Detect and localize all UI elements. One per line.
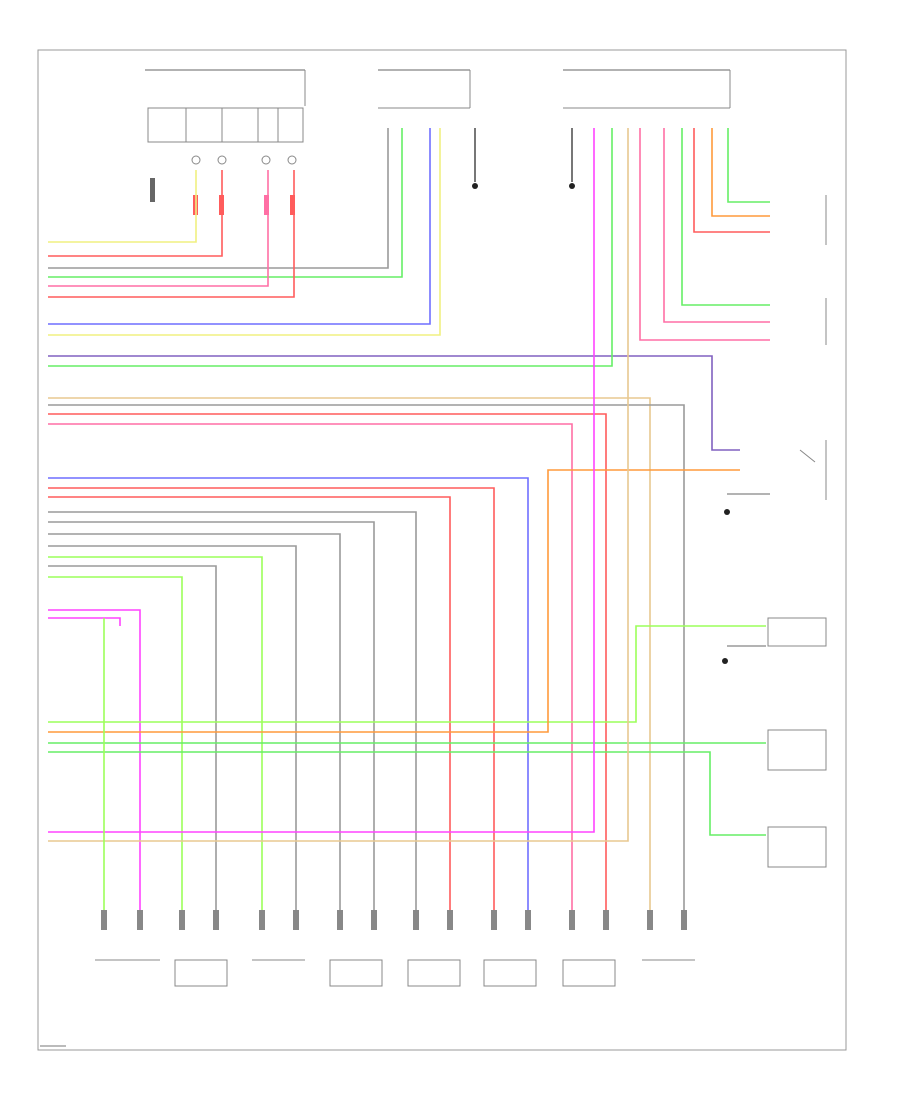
top-connector-center — [378, 69, 471, 109]
wire-yellow — [48, 128, 441, 336]
connector-pin — [213, 910, 219, 930]
wire-green — [727, 128, 770, 203]
wire-green — [48, 128, 613, 367]
wire-red — [693, 128, 770, 233]
wire-group — [48, 128, 770, 930]
wire-pink — [639, 128, 770, 341]
wire-green — [48, 128, 403, 278]
diagram-border — [37, 49, 847, 1051]
wire-orange — [711, 128, 770, 217]
wire-violet — [48, 355, 740, 451]
wire-lime — [48, 625, 766, 723]
top-connector-left — [145, 69, 306, 165]
wire-gray — [48, 565, 217, 930]
connector-pin — [603, 910, 609, 930]
wire-tan — [48, 128, 629, 842]
connector-pin — [447, 910, 453, 930]
bottom-components — [95, 959, 695, 987]
wire-blue — [48, 477, 529, 930]
connector-pin — [337, 910, 343, 930]
top-connector-right — [563, 69, 731, 109]
wire-red — [48, 170, 295, 298]
connector-pin — [179, 910, 185, 930]
connector-pin — [101, 910, 107, 930]
connector-pin — [491, 910, 497, 930]
wire-gray — [48, 404, 685, 930]
connector-pin — [647, 910, 653, 930]
wire-lime — [48, 576, 183, 930]
wire-magenta — [48, 128, 595, 833]
connector-pin — [413, 910, 419, 930]
wire-gray — [48, 521, 375, 930]
right-components — [767, 195, 827, 868]
wire-magenta — [48, 609, 141, 930]
wire-gray — [48, 128, 389, 269]
wire-orange — [48, 469, 740, 733]
wire-pink — [48, 170, 269, 287]
wire-green — [681, 128, 770, 306]
wire-magenta — [48, 617, 121, 626]
wire-green — [48, 751, 766, 836]
wire-gray — [48, 545, 297, 930]
ground-icon — [472, 183, 730, 664]
wire-lime — [48, 556, 263, 930]
wire-red — [48, 496, 451, 930]
wire-blue — [48, 128, 431, 325]
wire-red — [48, 170, 223, 257]
connector-pin — [681, 910, 687, 930]
wire-pink — [48, 423, 573, 930]
wire-gray — [48, 533, 341, 930]
wire-red — [48, 487, 495, 930]
wire-gray — [48, 511, 417, 930]
wire-pink — [663, 128, 770, 323]
connector-pin — [293, 910, 299, 930]
connector-pin — [259, 910, 265, 930]
bottom-pins — [101, 910, 687, 930]
connector-pin — [137, 910, 143, 930]
wire-red — [48, 413, 607, 930]
wire-yellow — [48, 170, 197, 243]
connector-pin — [525, 910, 531, 930]
connector-pin — [569, 910, 575, 930]
connector-pin — [371, 910, 377, 930]
